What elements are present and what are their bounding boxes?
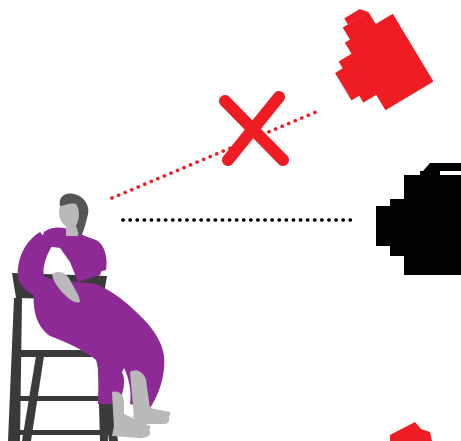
wrong-angle-group bbox=[112, 0, 433, 198]
wrong-camera-icon bbox=[313, 0, 433, 123]
correct-angle-group bbox=[123, 163, 461, 275]
correct-camera-icon bbox=[376, 163, 461, 275]
seated-subject bbox=[8, 194, 170, 441]
partial-camera-icon bbox=[390, 422, 432, 441]
